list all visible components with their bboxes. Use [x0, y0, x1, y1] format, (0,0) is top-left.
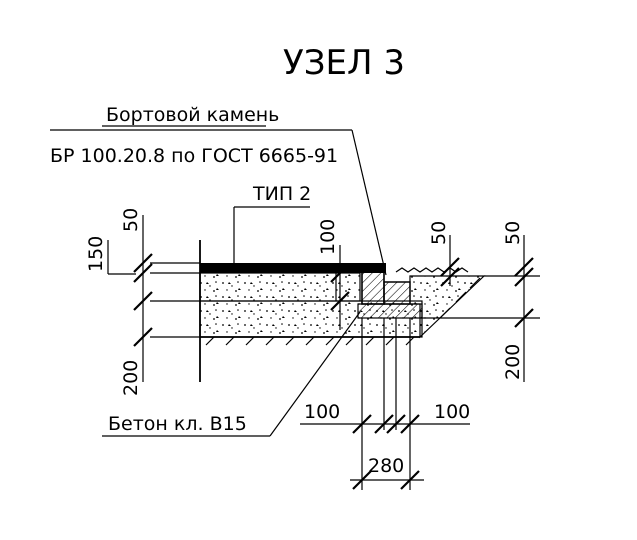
pavement-section	[150, 240, 540, 382]
type-label: ТИП 2	[252, 183, 311, 205]
dim-mid-100: 100	[317, 219, 339, 255]
soil-hatching	[205, 277, 481, 346]
dim-right-50b: 50	[502, 221, 524, 245]
dim-left-50: 50	[120, 208, 142, 232]
left-dimension-chain: 50 150 200	[85, 208, 153, 396]
concrete-label-group: Бетон кл. В15	[102, 311, 361, 437]
dim-left-200: 200	[120, 360, 142, 396]
curb-label-line2: БР 100.20.8 по ГОСТ 6665-91	[50, 145, 338, 167]
type-label-group: ТИП 2	[233, 183, 311, 263]
dim-bottom-280: 280	[368, 455, 404, 477]
concrete-leader-line	[269, 311, 361, 437]
curb-stone	[361, 267, 385, 305]
curb-leader-line	[351, 129, 387, 276]
concrete-label: Бетон кл. В15	[108, 413, 247, 435]
mid-dimension: 100	[317, 219, 350, 330]
dim-right-200: 200	[502, 344, 524, 380]
curb-support-block	[383, 281, 411, 305]
dim-left-150: 150	[85, 236, 107, 272]
drawing-title: УЗЕЛ 3	[283, 43, 405, 83]
dim-bottom-100a: 100	[304, 401, 340, 423]
curb-label-line1: Бортовой камень	[106, 104, 279, 126]
bottom-dimensions: 100 100 280	[300, 318, 470, 490]
right-dimensions: 50 50 200	[428, 221, 534, 382]
lawn-slope-fill	[409, 275, 486, 339]
dim-right-50a: 50	[428, 221, 450, 245]
curb-label-group: Бортовой камень БР 100.20.8 по ГОСТ 6665…	[50, 104, 387, 276]
asphalt-layer	[200, 263, 386, 273]
curb-base-block	[357, 303, 423, 319]
dim-bottom-100b: 100	[434, 401, 470, 423]
